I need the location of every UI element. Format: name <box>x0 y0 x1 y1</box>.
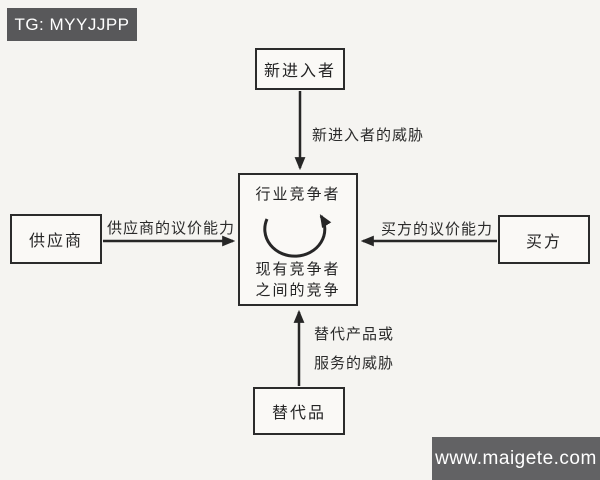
tg-watermark-text: TG: MYYJJPP <box>14 14 130 34</box>
node-buyers-label: 买方 <box>525 233 562 251</box>
label-substitute-threat: 替代产品或 服务的威胁 <box>314 321 394 379</box>
node-substitutes-label: 替代品 <box>271 405 326 422</box>
label-substitute-threat-line1: 替代产品或 <box>314 327 395 343</box>
node-substitutes: 替代品 <box>253 387 345 435</box>
site-watermark-text: www.maigete.com <box>435 447 597 469</box>
rivalry-text-line1: 现有竞争者 <box>255 262 341 278</box>
label-substitute-threat-line2: 服务的威胁 <box>314 356 395 372</box>
node-new-entrants-label: 新进入者 <box>263 63 336 80</box>
industry-rivals-subtitle: 现有竞争者 之间的竞争 <box>240 260 356 302</box>
node-buyers: 买方 <box>498 215 590 264</box>
industry-rivals-title: 行业竞争者 <box>255 187 341 203</box>
node-new-entrants: 新进入者 <box>255 48 345 90</box>
rivalry-text-line2: 之间的竞争 <box>255 283 341 299</box>
tg-watermark-badge: TG: MYYJJPP <box>7 8 137 41</box>
node-industry-rivals: 行业竞争者 现有竞争者 之间的竞争 <box>238 173 358 306</box>
label-buyer-bargaining-power: 买方的议价能力 <box>381 222 494 238</box>
node-suppliers: 供应商 <box>10 214 102 264</box>
site-watermark-badge: www.maigete.com <box>432 437 600 480</box>
label-new-entrants-threat: 新进入者的威胁 <box>312 128 425 144</box>
label-supplier-bargaining-power: 供应商的议价能力 <box>107 221 236 237</box>
node-suppliers-label: 供应商 <box>28 233 83 250</box>
